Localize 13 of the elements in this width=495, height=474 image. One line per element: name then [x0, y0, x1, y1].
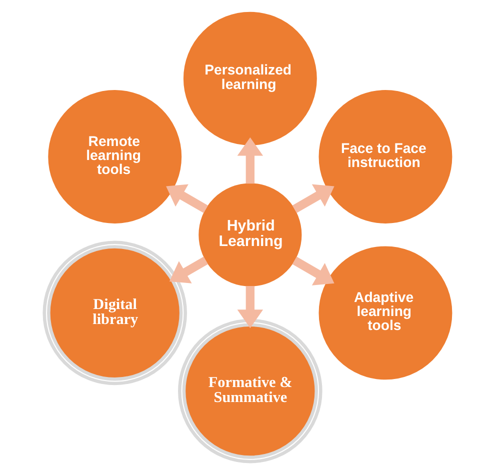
node-circle: Face to Face instruction	[318, 90, 452, 224]
arrow	[236, 137, 263, 184]
arrow	[168, 256, 208, 284]
arrow	[236, 286, 263, 328]
node-circle: Personalized learning	[182, 12, 316, 146]
node-circle: Remote learning tools	[48, 90, 182, 224]
arrow	[166, 184, 208, 213]
node-circle: Adaptive learning tools	[318, 246, 452, 380]
node-circle: Hybrid Learning	[198, 183, 302, 286]
arrow	[292, 184, 334, 213]
arrow	[292, 256, 334, 286]
node-circle: Digital library	[42, 240, 187, 386]
node-circle: Formative & Summative	[178, 318, 322, 464]
